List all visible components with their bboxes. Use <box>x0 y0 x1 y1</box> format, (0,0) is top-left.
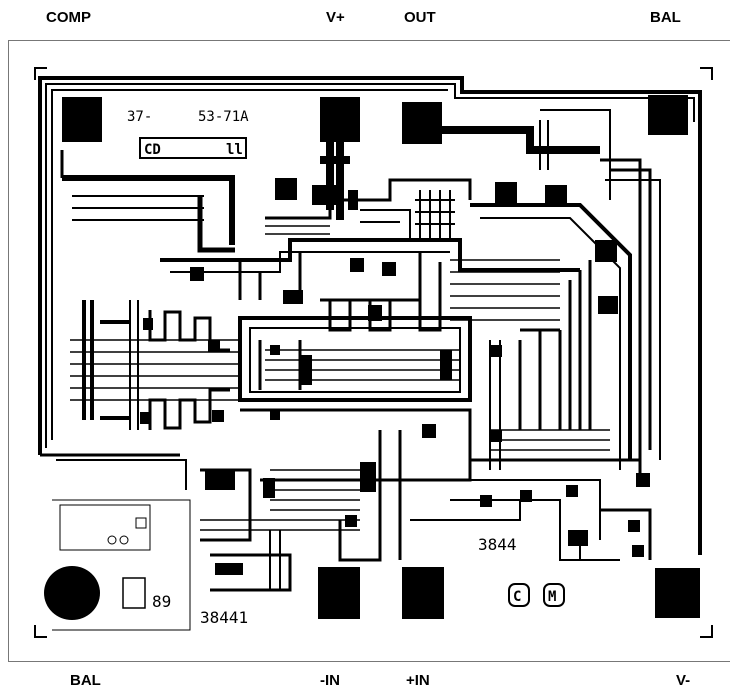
corner-mark-br <box>700 625 713 638</box>
pad-vplus <box>320 97 360 142</box>
pin-label-bal-bottom: BAL <box>70 672 101 689</box>
logo-c-frame <box>508 583 530 607</box>
corner-mark-bl <box>34 625 47 638</box>
die-num-bottom: 38441 <box>200 608 248 627</box>
die-frame <box>8 40 730 662</box>
pin-label-vminus: V- <box>676 672 691 689</box>
pad-comp <box>62 97 102 142</box>
die-num-right: 3844 <box>478 535 517 554</box>
pad-vminus <box>655 568 700 618</box>
die-part-prefix: 37- <box>127 109 152 125</box>
pad-bal-bottom <box>44 566 100 620</box>
pad-minus-in <box>318 567 360 619</box>
pin-label-minus-in: -IN <box>320 672 340 689</box>
die-logo-m: M <box>548 589 556 605</box>
die-year: 89 <box>152 592 171 611</box>
pad-plus-in <box>402 567 444 619</box>
corner-mark-tl <box>34 67 47 80</box>
cd-box <box>139 137 247 159</box>
logo-m-frame <box>543 583 565 607</box>
die-cd-mark: ll <box>226 142 243 158</box>
die-cd-label: CD <box>144 142 161 158</box>
pin-label-vplus: V+ <box>326 9 345 26</box>
mm-logo <box>122 577 146 609</box>
corner-mark-tr <box>700 67 713 80</box>
pin-label-plus-in: +IN <box>406 672 430 689</box>
pad-out <box>402 102 442 144</box>
pad-bal-top <box>648 95 688 135</box>
die-logo-c: C <box>513 589 521 605</box>
pin-label-comp: COMP <box>46 9 91 26</box>
die-part-code: 53-71A <box>198 109 249 125</box>
pin-label-bal-top: BAL <box>650 9 681 26</box>
pin-label-out: OUT <box>404 9 436 26</box>
